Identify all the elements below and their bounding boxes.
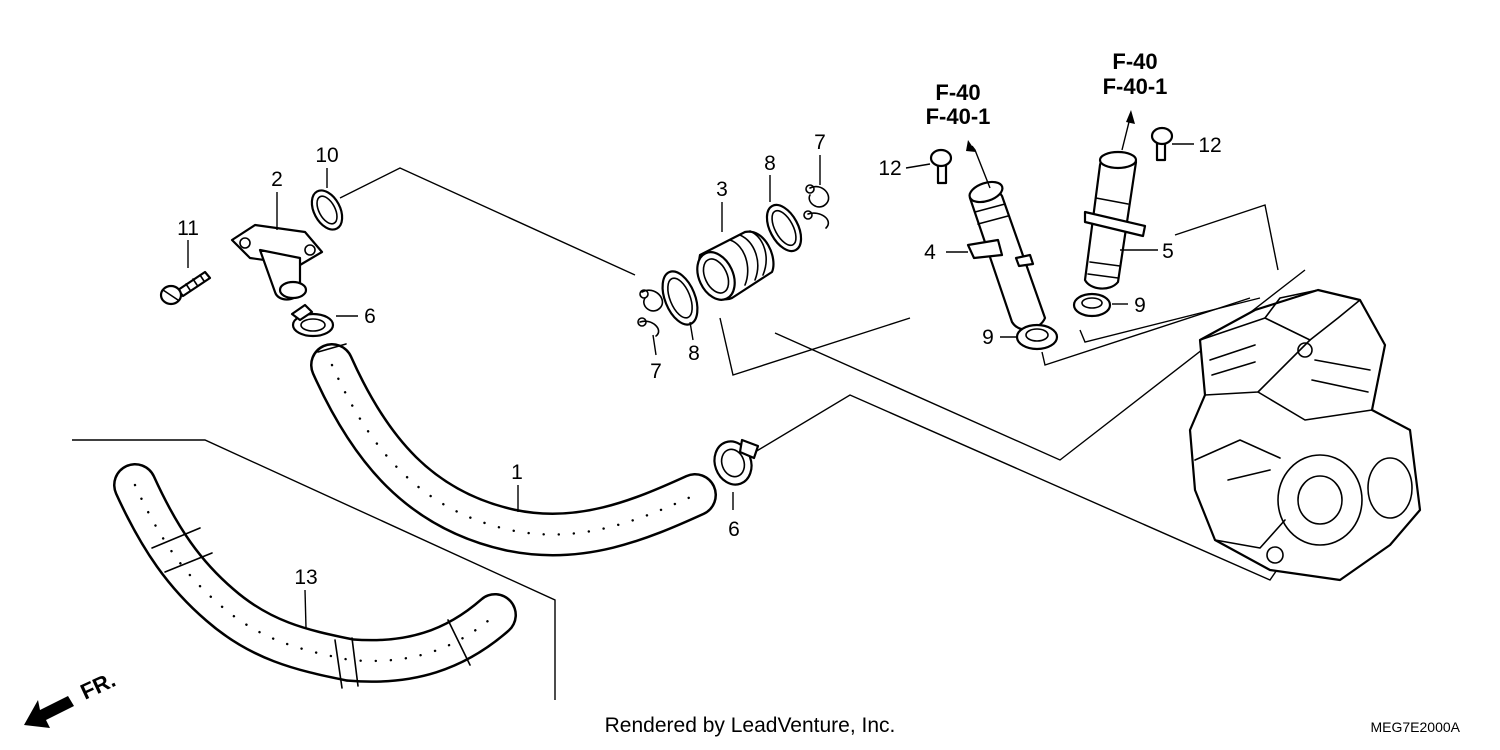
- hose-band-part-6-upper: [290, 303, 335, 338]
- hose-band-part-6-lower: [713, 438, 760, 486]
- callout-11: 11: [177, 217, 199, 240]
- callout-4: 4: [924, 241, 936, 264]
- callout-leaders: [187, 110, 1194, 629]
- callout-13: 13: [294, 566, 317, 589]
- water-hose-part-1: [310, 343, 717, 557]
- callout-9-left: 9: [982, 326, 994, 349]
- bolt-part-12-right: [1150, 126, 1174, 162]
- front-arrow-icon: [24, 696, 74, 728]
- clip-part-7-right: [803, 184, 830, 229]
- water-pipe-part-4: [966, 180, 1047, 331]
- bolt-part-12-left: [929, 148, 953, 185]
- callout-6-lower: 6: [728, 518, 740, 541]
- water-pipe-part-3: [696, 230, 775, 301]
- callout-12-left: 12: [878, 157, 901, 180]
- callout-3: 3: [716, 178, 728, 201]
- footer-credit: Rendered by LeadVenture, Inc.: [605, 714, 896, 737]
- callout-1: 1: [511, 461, 523, 484]
- water-joint-part-2: [230, 223, 324, 301]
- callout-7-left: 7: [650, 360, 662, 383]
- o-ring-part-10: [310, 189, 344, 231]
- engine-illustration: [1188, 288, 1422, 582]
- reference-left-line1: F-40: [935, 80, 980, 105]
- reference-right-line1: F-40: [1112, 49, 1157, 74]
- callout-10: 10: [315, 144, 338, 167]
- front-direction-indicator: FR.: [24, 667, 119, 728]
- reference-labels: F-40 F-40-1 F-40 F-40-1: [926, 49, 1168, 129]
- diagram-code: MEG7E2000A: [1371, 719, 1461, 735]
- reference-left-line2: F-40-1: [926, 104, 991, 129]
- callout-12-right: 12: [1198, 134, 1221, 157]
- callout-9-right: 9: [1134, 294, 1146, 317]
- callout-7-right: 7: [814, 131, 826, 154]
- callout-5: 5: [1162, 240, 1174, 263]
- callout-8-right: 8: [764, 152, 776, 175]
- front-direction-label: FR.: [77, 667, 120, 705]
- reference-right-line2: F-40-1: [1103, 74, 1168, 99]
- callout-2: 2: [271, 168, 283, 191]
- o-ring-part-8-right: [765, 203, 803, 253]
- callout-8-left: 8: [688, 342, 700, 365]
- callout-6-upper: 6: [364, 305, 376, 328]
- callout-numbers: 1 2 3 4 5 6 6 7 7 8 8 9 9 10 11 12 12 13: [177, 131, 1222, 589]
- clip-part-7-left: [637, 289, 664, 337]
- bolt-part-11: [159, 270, 212, 306]
- seal-part-9-right: [1072, 292, 1112, 318]
- water-pipe-part-5: [1083, 150, 1147, 290]
- water-hose-part-13: [113, 463, 517, 689]
- seal-part-9-left: [1015, 323, 1059, 351]
